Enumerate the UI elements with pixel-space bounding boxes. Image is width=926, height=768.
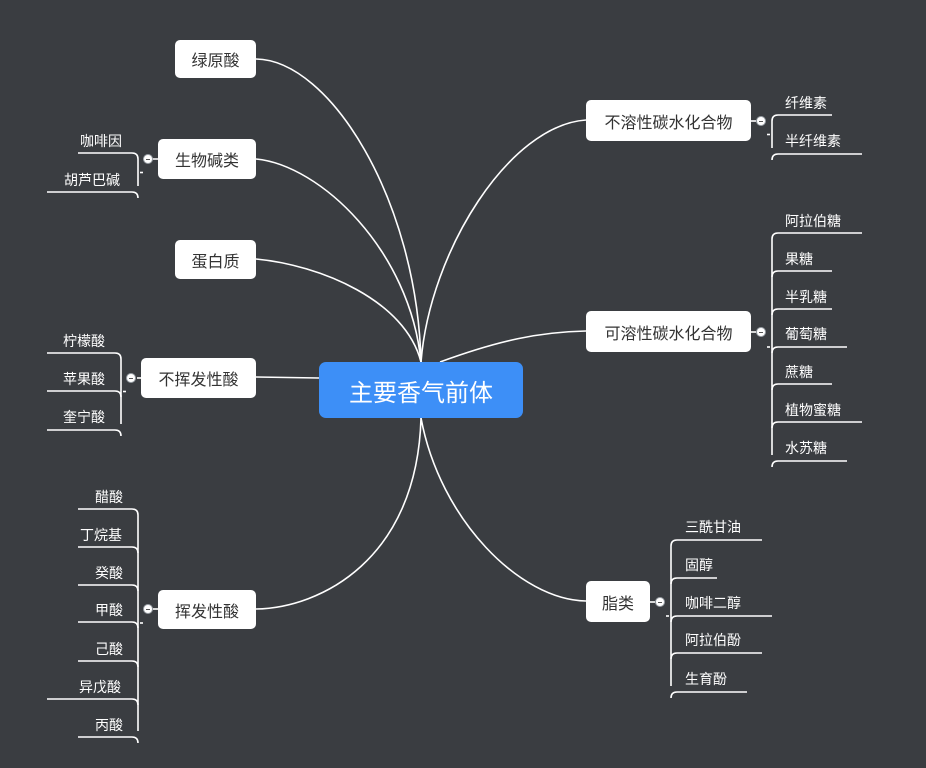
branch-zhilei-under-4 bbox=[670, 691, 747, 699]
collapse-toggle-icon[interactable] bbox=[126, 373, 136, 383]
branch-shengwu-under-1 bbox=[47, 191, 139, 199]
branch-zhilei-under-0 bbox=[670, 539, 762, 547]
branch-kerong-under-5 bbox=[771, 421, 862, 429]
leaf-shuisutang[interactable]: 水苏糖 bbox=[785, 441, 827, 457]
leaf-pingguosuan[interactable]: 苹果酸 bbox=[63, 372, 105, 388]
link-kerongxing bbox=[439, 330, 587, 363]
link-buhuifaxingsuan bbox=[255, 376, 320, 379]
topic-lvyuansuan[interactable]: 绿原酸 bbox=[175, 40, 256, 78]
branch-buhuifa-under-2 bbox=[47, 429, 122, 437]
branch-buhuifa-under-0 bbox=[47, 352, 122, 360]
leaf-guchun[interactable]: 固醇 bbox=[685, 558, 713, 574]
collapse-toggle-icon[interactable] bbox=[756, 116, 766, 126]
branch-burong-under-0 bbox=[771, 114, 832, 122]
leaf-kafeierchun[interactable]: 咖啡二醇 bbox=[685, 596, 741, 612]
leaf-kafeiyin[interactable]: 咖啡因 bbox=[80, 134, 122, 150]
leaf-huluba[interactable]: 胡芦巴碱 bbox=[64, 173, 120, 189]
link-burongxing bbox=[420, 119, 587, 363]
leaf-alabofen[interactable]: 阿拉伯酚 bbox=[685, 633, 741, 649]
leaf-ningmengsuan[interactable]: 柠檬酸 bbox=[63, 334, 105, 350]
topic-huifaxingsuan[interactable]: 挥发性酸 bbox=[158, 590, 256, 629]
topic-kerongxing-tanshui[interactable]: 可溶性碳水化合物 bbox=[586, 311, 751, 352]
leaf-xianweisu[interactable]: 纤维素 bbox=[785, 96, 827, 112]
leaf-jisuan[interactable]: 己酸 bbox=[95, 642, 123, 658]
branch-huifa-under-3 bbox=[78, 621, 139, 629]
leaf-dingwanji[interactable]: 丁烷基 bbox=[80, 528, 122, 544]
leaf-jiasuan[interactable]: 甲酸 bbox=[95, 603, 123, 619]
branch-zhilei-under-2 bbox=[670, 615, 772, 623]
branch-zhilei-under-3 bbox=[670, 652, 762, 660]
branch-huifa-under-0 bbox=[78, 508, 139, 516]
collapse-toggle-icon[interactable] bbox=[143, 154, 153, 164]
collapse-toggle-icon[interactable] bbox=[756, 327, 766, 337]
leaf-zhetang[interactable]: 蔗糖 bbox=[785, 365, 813, 381]
leaf-putaotang[interactable]: 葡萄糖 bbox=[785, 327, 827, 343]
branch-burong-under-1 bbox=[771, 153, 862, 161]
leaf-sanxianganyou[interactable]: 三酰甘油 bbox=[685, 520, 741, 536]
topic-shengwujianlei[interactable]: 生物碱类 bbox=[158, 139, 256, 179]
branch-kerong-under-3 bbox=[771, 346, 847, 354]
branch-huifa-under-5 bbox=[47, 698, 139, 706]
topic-burongxing-tanshui[interactable]: 不溶性碳水化合物 bbox=[586, 100, 751, 141]
link-lvyuansuan bbox=[255, 58, 422, 363]
central-topic[interactable]: 主要香气前体 bbox=[319, 362, 523, 418]
branch-huifa-under-2 bbox=[78, 584, 139, 592]
collapse-toggle-icon[interactable] bbox=[143, 604, 153, 614]
link-danbaizhi bbox=[255, 258, 422, 363]
branch-shengwu-under-0 bbox=[78, 152, 139, 160]
branch-kerong-under-2 bbox=[771, 308, 832, 316]
branch-zhilei-under-1 bbox=[670, 577, 717, 585]
leaf-guisuan[interactable]: 癸酸 bbox=[95, 566, 123, 582]
branch-kerong-under-4 bbox=[771, 383, 832, 391]
branch-kerong-under-6 bbox=[771, 460, 847, 468]
leaf-guotang[interactable]: 果糖 bbox=[785, 252, 813, 268]
leaf-yiwusuan[interactable]: 异戊酸 bbox=[79, 680, 121, 696]
collapse-toggle-icon[interactable] bbox=[655, 597, 665, 607]
leaf-bingsuan[interactable]: 丙酸 bbox=[95, 718, 123, 734]
branch-kerong-under-1 bbox=[771, 270, 832, 278]
link-huifaxingsuan bbox=[255, 417, 422, 610]
leaf-zhiwumitang[interactable]: 植物蜜糖 bbox=[785, 403, 841, 419]
leaf-cusuan[interactable]: 醋酸 bbox=[95, 490, 123, 506]
topic-zhilei[interactable]: 脂类 bbox=[586, 581, 650, 622]
link-zhilei bbox=[420, 417, 587, 602]
topic-danbaizhi[interactable]: 蛋白质 bbox=[175, 240, 256, 279]
branch-huifa-under-4 bbox=[78, 660, 139, 668]
branch-huifa-under-1 bbox=[78, 546, 139, 554]
leaf-alabotang[interactable]: 阿拉伯糖 bbox=[785, 214, 841, 230]
branch-buhuifa-under-1 bbox=[47, 390, 122, 398]
leaf-banrutang[interactable]: 半乳糖 bbox=[785, 290, 827, 306]
link-shengwujianlei bbox=[255, 158, 422, 363]
leaf-banxianweisu[interactable]: 半纤维素 bbox=[785, 134, 841, 150]
branch-huifa-under-6 bbox=[78, 736, 139, 744]
branch-kerong-under-0 bbox=[771, 232, 862, 240]
topic-buhuifaxingsuan[interactable]: 不挥发性酸 bbox=[141, 358, 256, 398]
leaf-kuiningsuan[interactable]: 奎宁酸 bbox=[63, 410, 105, 426]
leaf-shengyufen[interactable]: 生育酚 bbox=[685, 672, 727, 688]
